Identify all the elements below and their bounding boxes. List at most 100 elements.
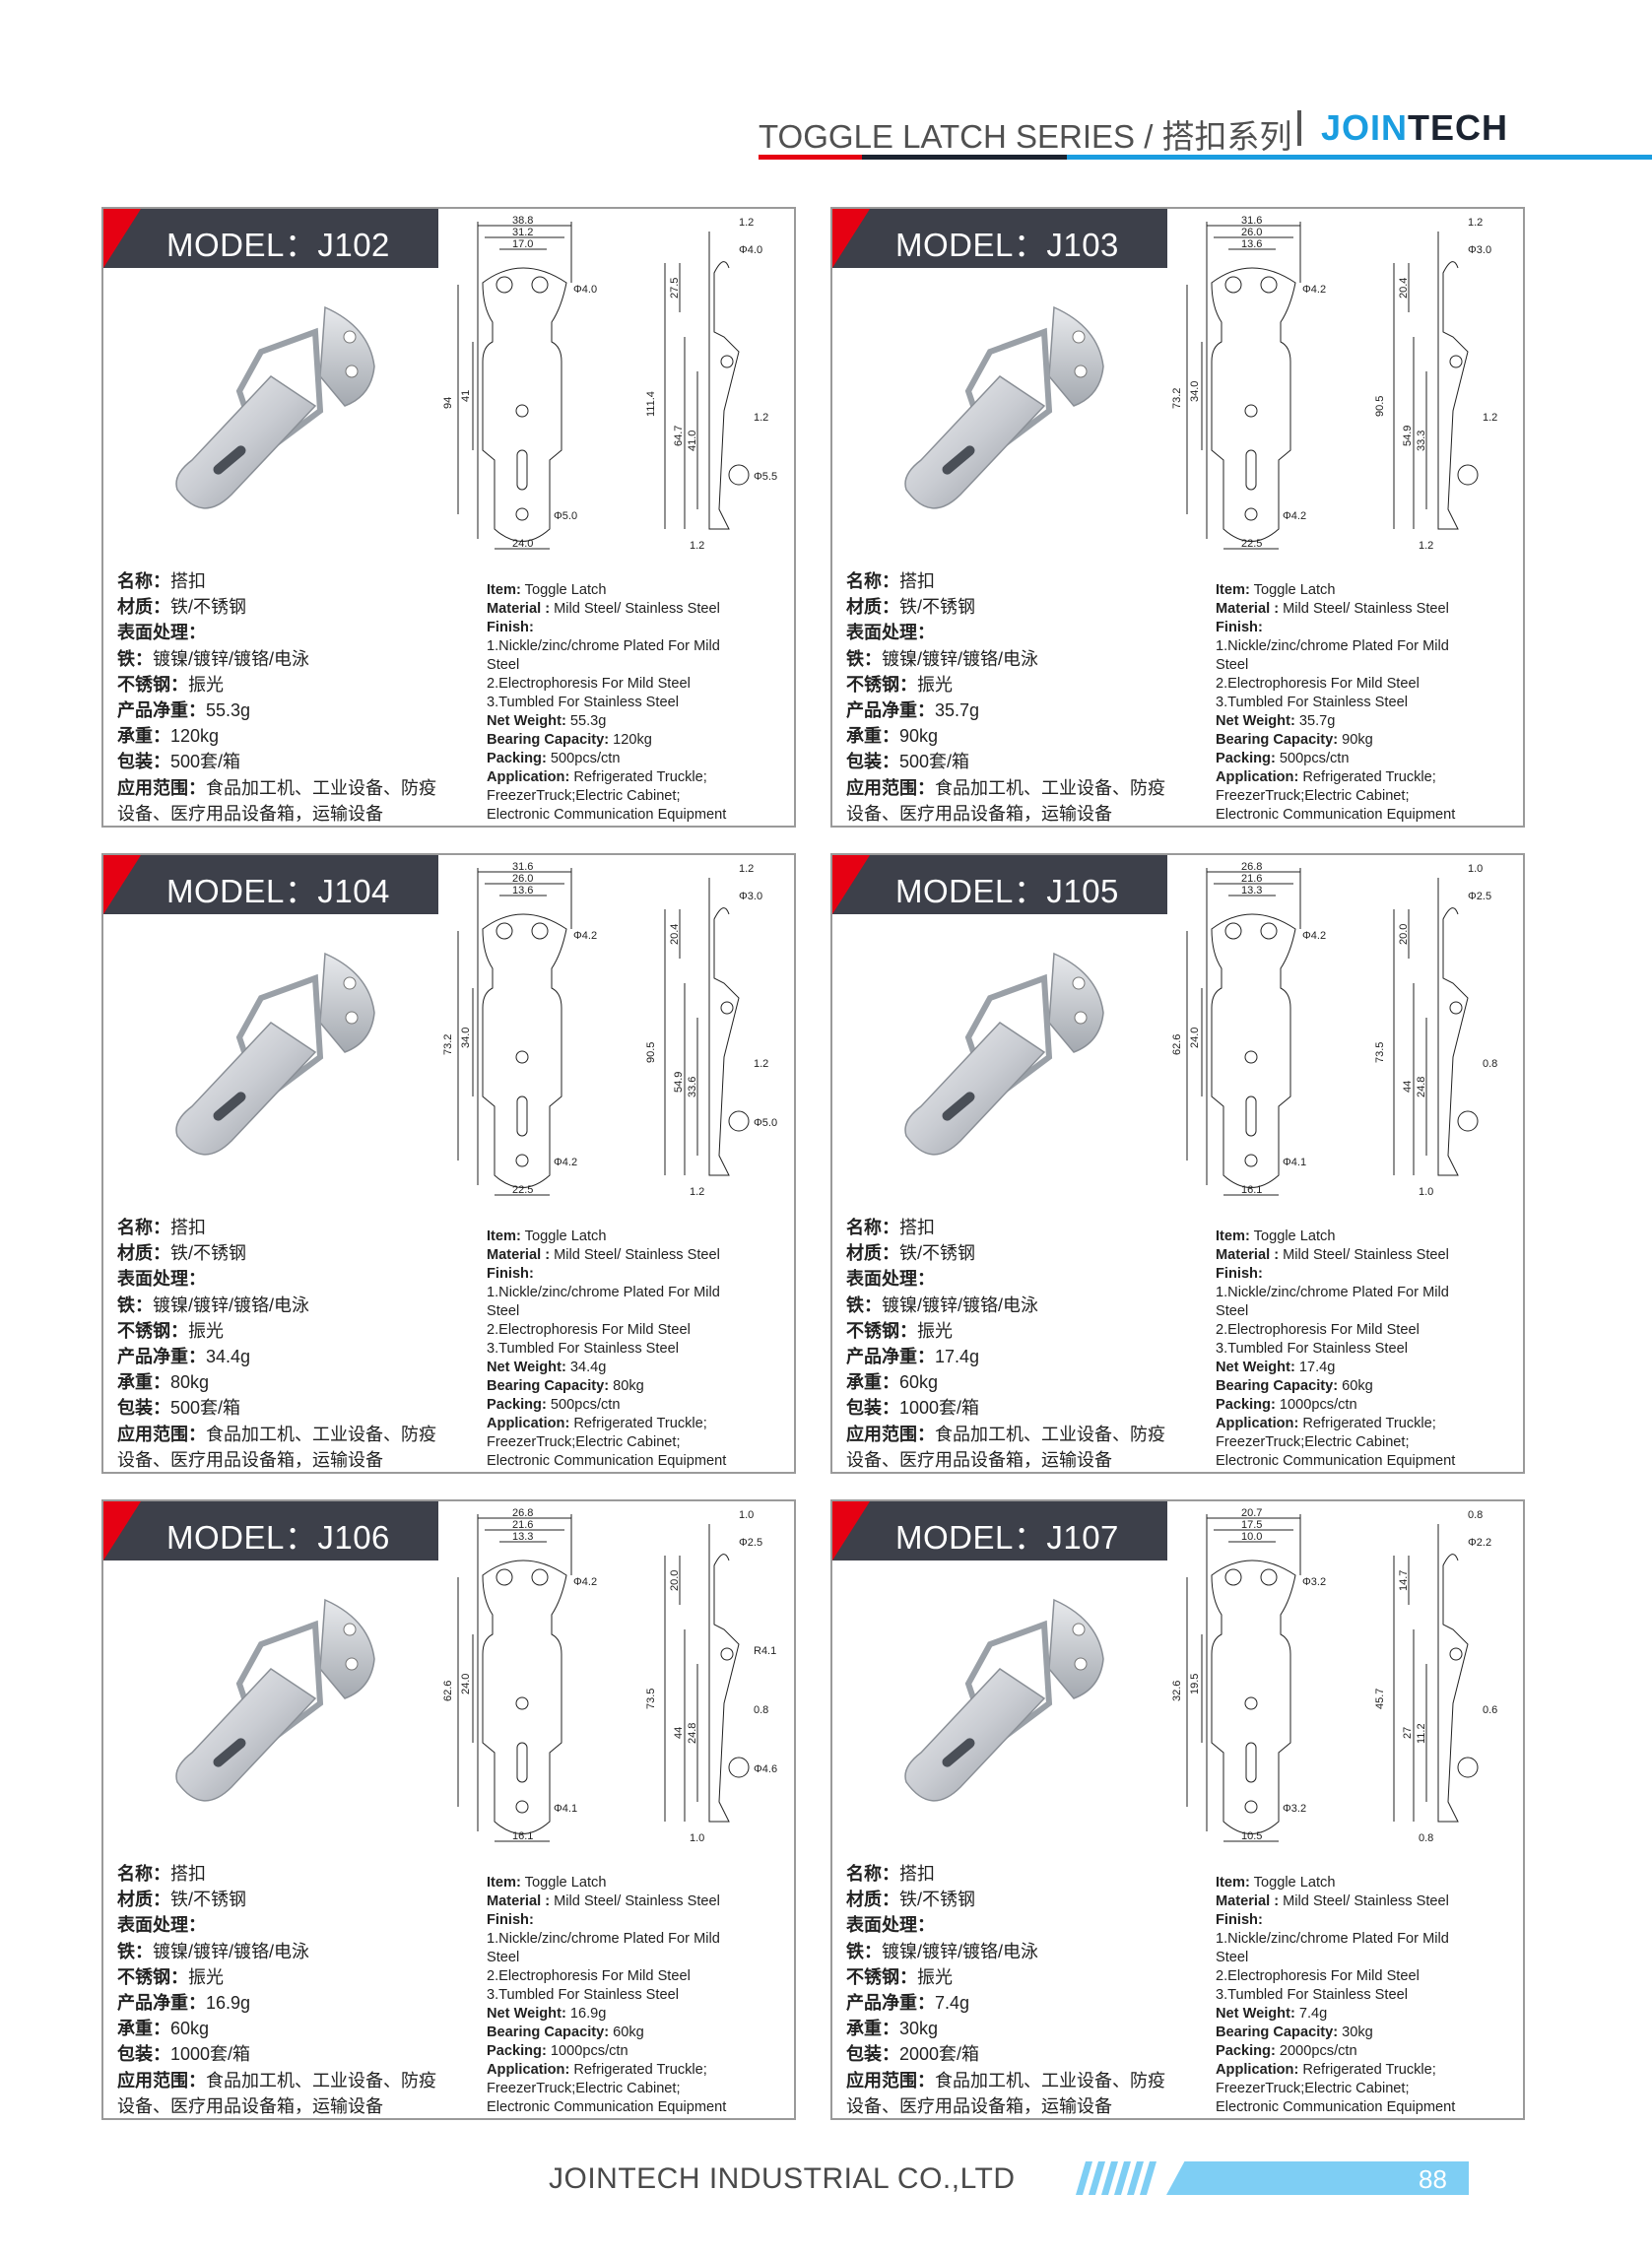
technical-drawing: 26.8 21.6 13.3 Φ4.2 Φ4.1 16.1 62.6 24.0 … (1172, 861, 1497, 1198)
dim-hole-bottom: Φ4.1 (554, 1803, 577, 1815)
spec-cn-material: 材质：铁/不锈钢 (846, 1243, 976, 1264)
header-rule-blue (1067, 155, 1652, 160)
dim-side-thickness-mid: 1.2 (754, 1058, 768, 1070)
dim-side-total: 90.5 (645, 1042, 657, 1063)
spec-english: Item: Toggle Latch Material : Mild Steel… (1216, 581, 1521, 825)
spec-cn-iron: 铁：镀镍/镀锌/镀铬/电泳 (846, 1294, 1039, 1315)
model-title: MODEL：J107 (895, 1519, 1119, 1556)
dim-width-outer: 31.6 (512, 861, 533, 873)
spec-chinese: 名称：搭扣 材质：铁/不锈钢 表面处理： 铁：镀镍/镀锌/镀铬/电泳 不锈钢：振… (117, 568, 462, 827)
spec-en-finish-2: 2.Electrophoresis For Mild Steel (487, 1322, 691, 1338)
dim-hole-top: Φ4.2 (1302, 284, 1326, 296)
dim-side-h1: 20.0 (1398, 924, 1410, 945)
product-card-j104: MODEL：J104 (101, 853, 796, 1474)
spec-en-packing: Packing: 500pcs/ctn (487, 751, 621, 766)
spec-en-finish-2: 2.Electrophoresis For Mild Steel (1216, 676, 1420, 692)
spec-cn-application: 应用范围：食品加工机、工业设备、防疫 (117, 2070, 436, 2091)
spec-en-item: Item: Toggle Latch (487, 582, 607, 598)
spec-en-finish-3: 3.Tumbled For Stainless Steel (1216, 1987, 1408, 2003)
spec-en-packing: Packing: 2000pcs/ctn (1216, 2043, 1357, 2059)
spec-cn-finish: 表面处理： (117, 1269, 206, 1290)
dim-side-thickness-bottom: 1.2 (690, 1186, 704, 1198)
spec-en-net-weight: Net Weight: 17.4g (1216, 1360, 1336, 1375)
spec-en-application-2: FreezerTruck;Electric Cabinet; (487, 2081, 681, 2096)
dim-width-bottom: 16.1 (512, 1830, 533, 1842)
dim-side-total: 73.5 (645, 1689, 657, 1709)
spec-en-finish: Finish: (487, 620, 534, 635)
dim-side-thickness-mid: 0.6 (1483, 1704, 1497, 1716)
spec-cn-application: 应用范围：食品加工机、工业设备、防疫 (846, 1424, 1165, 1444)
spec-en-application-3: Electronic Communication Equipment (1216, 807, 1456, 823)
dim-height-mid: 41 (460, 390, 472, 402)
dim-side-thickness-mid: 0.8 (754, 1704, 768, 1716)
spec-cn-name: 名称：搭扣 (117, 1218, 206, 1237)
product-card-j103: MODEL：J103 (830, 207, 1525, 828)
spec-en-packing: Packing: 1000pcs/ctn (487, 2043, 628, 2059)
dim-width-bottom: 10.5 (1241, 1830, 1262, 1842)
spec-en-application-3: Electronic Communication Equipment (487, 1453, 727, 1469)
technical-drawing: 26.8 21.6 13.3 Φ4.2 Φ4.1 16.1 62.6 24.0 … (443, 1507, 777, 1844)
spec-en-application-3: Electronic Communication Equipment (1216, 1453, 1456, 1469)
dim-side-hook: Φ2.2 (1468, 1537, 1491, 1549)
dim-side-total: 90.5 (1374, 396, 1386, 417)
spec-chinese: 名称：搭扣 材质：铁/不锈钢 表面处理： 铁：镀镍/镀锌/镀铬/电泳 不锈钢：振… (846, 1861, 1191, 2119)
spec-en-application-2: FreezerTruck;Electric Cabinet; (487, 1434, 681, 1450)
spec-cn-finish: 表面处理： (117, 623, 206, 643)
spec-en-application-2: FreezerTruck;Electric Cabinet; (1216, 788, 1410, 804)
spec-cn-material: 材质：铁/不锈钢 (117, 1890, 247, 1910)
dim-width-mid: 17.5 (1241, 1519, 1262, 1531)
dim-width-outer: 31.6 (1241, 215, 1262, 227)
dim-hole-spacing: 13.6 (1241, 238, 1262, 250)
dim-side-h3: 33.3 (1416, 431, 1427, 451)
dim-height-total: 62.6 (1172, 1034, 1183, 1055)
dim-side-hook: Φ2.5 (739, 1537, 762, 1549)
spec-en-material: Material : Mild Steel/ Stainless Steel (487, 1247, 720, 1263)
dim-side-thickness-top: 1.0 (1468, 863, 1483, 875)
spec-chinese: 名称：搭扣 材质：铁/不锈钢 表面处理： 铁：镀镍/镀锌/镀铬/电泳 不锈钢：振… (117, 1861, 462, 2119)
dim-height-mid: 34.0 (1189, 381, 1201, 402)
red-corner-accent (832, 1501, 870, 1560)
red-corner-accent (832, 855, 870, 914)
dim-height-total: 73.2 (443, 1034, 454, 1055)
model-title: MODEL：J105 (895, 873, 1119, 909)
model-title: MODEL：J102 (166, 227, 390, 263)
spec-cn-net-weight: 产品净重：7.4g (846, 1993, 970, 2014)
dim-hole-spacing: 13.3 (1241, 885, 1262, 896)
page-number: 88 (1419, 2164, 1447, 2194)
spec-en-capacity: Bearing Capacity: 60kg (487, 2025, 644, 2040)
spec-cn-application: 应用范围：食品加工机、工业设备、防疫 (117, 777, 436, 798)
dim-side-thickness-bottom: 1.0 (690, 1832, 704, 1844)
spec-cn-net-weight: 产品净重：16.9g (117, 1993, 251, 2014)
spec-en-packing: Packing: 500pcs/ctn (1216, 751, 1350, 766)
spec-cn-packing: 包装：500套/箱 (846, 752, 970, 772)
dim-hole-top: Φ4.2 (573, 1576, 597, 1588)
red-corner-accent (103, 1501, 141, 1560)
spec-cn-net-weight: 产品净重：35.7g (846, 700, 980, 721)
dim-side-h2: 64.7 (673, 426, 685, 446)
dim-width-mid: 26.0 (1241, 227, 1262, 238)
series-title: TOGGLE LATCH SERIES / 搭扣系列 (759, 118, 1292, 155)
spec-en-packing: Packing: 1000pcs/ctn (1216, 1397, 1357, 1413)
dim-side-h1: 27.5 (669, 278, 681, 299)
spec-cn-net-weight: 产品净重：34.4g (117, 1347, 251, 1367)
dim-side-h1: 20.4 (669, 924, 681, 945)
dim-side-thickness-bottom: 0.8 (1419, 1832, 1433, 1844)
technical-drawing: 31.6 26.0 13.6 Φ4.2 Φ4.2 22.5 73.2 34.0 … (443, 861, 777, 1198)
spec-en-application-2: FreezerTruck;Electric Cabinet; (487, 788, 681, 804)
technical-drawing: 20.7 17.5 10.0 Φ3.2 Φ3.2 10.5 32.6 19.5 … (1172, 1507, 1497, 1844)
spec-en-finish-1: 1.Nickle/zinc/chrome Plated For Mild (487, 1285, 720, 1300)
spec-en-item: Item: Toggle Latch (487, 1875, 607, 1891)
dim-hole-bottom: Φ3.2 (1283, 1803, 1306, 1815)
spec-en-application: Application: Refrigerated Truckle; (1216, 1416, 1436, 1431)
dim-height-mid: 24.0 (460, 1674, 472, 1694)
dim-hole-bottom: Φ4.1 (1283, 1157, 1306, 1168)
latch-product-photo-icon (175, 952, 375, 1156)
footer-company-name: JOINTECH INDUSTRIAL CO.,LTD (549, 2162, 1016, 2195)
spec-cn-material: 材质：铁/不锈钢 (846, 597, 976, 618)
dim-hole-top: Φ3.2 (1302, 1576, 1326, 1588)
spec-cn-capacity: 承重：60kg (846, 1372, 939, 1393)
dim-height-total: 62.6 (443, 1681, 454, 1701)
dim-hole-bottom: Φ4.2 (554, 1157, 577, 1168)
dim-side-hook: Φ3.0 (739, 891, 762, 902)
red-corner-accent (832, 209, 870, 268)
